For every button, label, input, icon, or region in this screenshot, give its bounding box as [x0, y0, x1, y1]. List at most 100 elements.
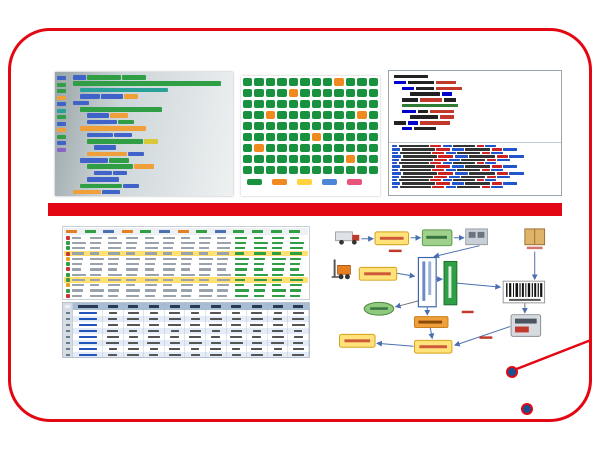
text-noise	[440, 115, 454, 119]
sheet-cell	[199, 262, 215, 266]
text-noise	[73, 75, 86, 80]
block-row	[94, 145, 231, 150]
outbound-node	[339, 333, 376, 348]
text-noise	[271, 252, 281, 255]
text-noise	[250, 323, 264, 327]
text-noise	[235, 236, 248, 239]
code-line	[402, 86, 556, 90]
status-legend	[243, 174, 378, 185]
text-noise	[108, 252, 121, 255]
text-noise	[199, 289, 214, 292]
text-noise	[199, 294, 213, 298]
text-noise	[232, 347, 241, 351]
log-row	[392, 178, 558, 182]
status-cell	[265, 155, 276, 163]
status-cell	[300, 111, 310, 119]
text-noise	[392, 175, 399, 178]
sheet-cell	[180, 262, 197, 266]
text-noise	[217, 284, 230, 287]
legend-chip	[322, 179, 337, 185]
text-noise	[128, 151, 144, 157]
table-cell	[268, 316, 289, 322]
status-cell	[277, 166, 287, 174]
status-cell	[254, 166, 264, 174]
text-noise	[149, 311, 158, 315]
status-cell	[277, 100, 287, 108]
table-cell	[247, 346, 268, 352]
text-noise	[191, 311, 200, 315]
text-noise	[169, 347, 181, 351]
table-cell	[247, 322, 268, 328]
text-noise	[392, 172, 401, 175]
sheet-cell	[90, 262, 106, 266]
sheet-cell	[199, 273, 215, 276]
text-noise	[108, 247, 122, 250]
text-noise	[289, 278, 303, 282]
text-noise	[271, 284, 281, 287]
table-cell	[63, 322, 73, 328]
text-noise	[485, 178, 496, 182]
text-noise	[400, 175, 433, 178]
text-noise	[253, 268, 263, 271]
status-cell	[368, 122, 378, 130]
sheet-cell	[235, 273, 251, 276]
sheet-cell	[180, 289, 197, 292]
sheet-cell	[144, 278, 161, 282]
text-noise	[252, 329, 261, 333]
text-noise	[149, 347, 158, 351]
text-noise	[199, 278, 210, 282]
text-noise	[90, 247, 101, 250]
sheet-cell	[108, 268, 124, 271]
text-noise	[271, 273, 283, 276]
text-noise	[392, 182, 400, 185]
text-noise	[251, 341, 262, 345]
label-printer-icon	[510, 314, 542, 337]
table-cell	[288, 340, 309, 346]
sheet-cell	[253, 278, 270, 282]
text-noise	[235, 241, 247, 245]
text-noise	[394, 80, 406, 85]
flow-arrow	[376, 340, 414, 347]
block-row	[87, 113, 231, 118]
text-noise	[392, 155, 401, 158]
legend-chip	[272, 179, 287, 185]
text-noise	[491, 185, 503, 189]
sheet-cell	[90, 241, 106, 245]
storage-node	[443, 260, 458, 306]
text-noise	[252, 335, 262, 339]
text-noise	[217, 247, 231, 250]
text-noise	[271, 341, 285, 345]
text-noise	[108, 257, 120, 260]
text-noise	[485, 161, 496, 165]
text-noise	[271, 278, 282, 282]
text-noise	[78, 329, 97, 333]
text-noise	[392, 148, 400, 151]
sheet-cell	[289, 278, 306, 282]
sheet-cell	[180, 278, 197, 282]
status-cell	[277, 122, 287, 130]
text-noise	[461, 158, 485, 161]
log-row	[392, 165, 558, 168]
sheet-cell	[199, 247, 215, 250]
status-cell	[288, 89, 299, 97]
text-noise	[108, 317, 118, 321]
status-cell	[243, 111, 253, 119]
text-noise	[289, 284, 302, 287]
sheet-header-cell	[196, 230, 213, 233]
sheet-cell	[199, 294, 215, 298]
sheet-cell	[235, 294, 251, 298]
text-noise	[103, 230, 115, 233]
text-noise	[108, 262, 119, 266]
text-noise	[289, 289, 301, 292]
text-noise	[57, 115, 66, 119]
text-noise	[87, 164, 133, 170]
text-noise	[217, 257, 229, 260]
text-noise	[189, 329, 201, 333]
status-cell	[243, 122, 253, 130]
sheet-cell	[199, 252, 215, 255]
text-noise	[481, 185, 490, 189]
text-noise	[147, 341, 161, 345]
text-noise	[289, 273, 304, 276]
sheet-cell	[108, 289, 124, 292]
table-cell	[124, 316, 145, 322]
